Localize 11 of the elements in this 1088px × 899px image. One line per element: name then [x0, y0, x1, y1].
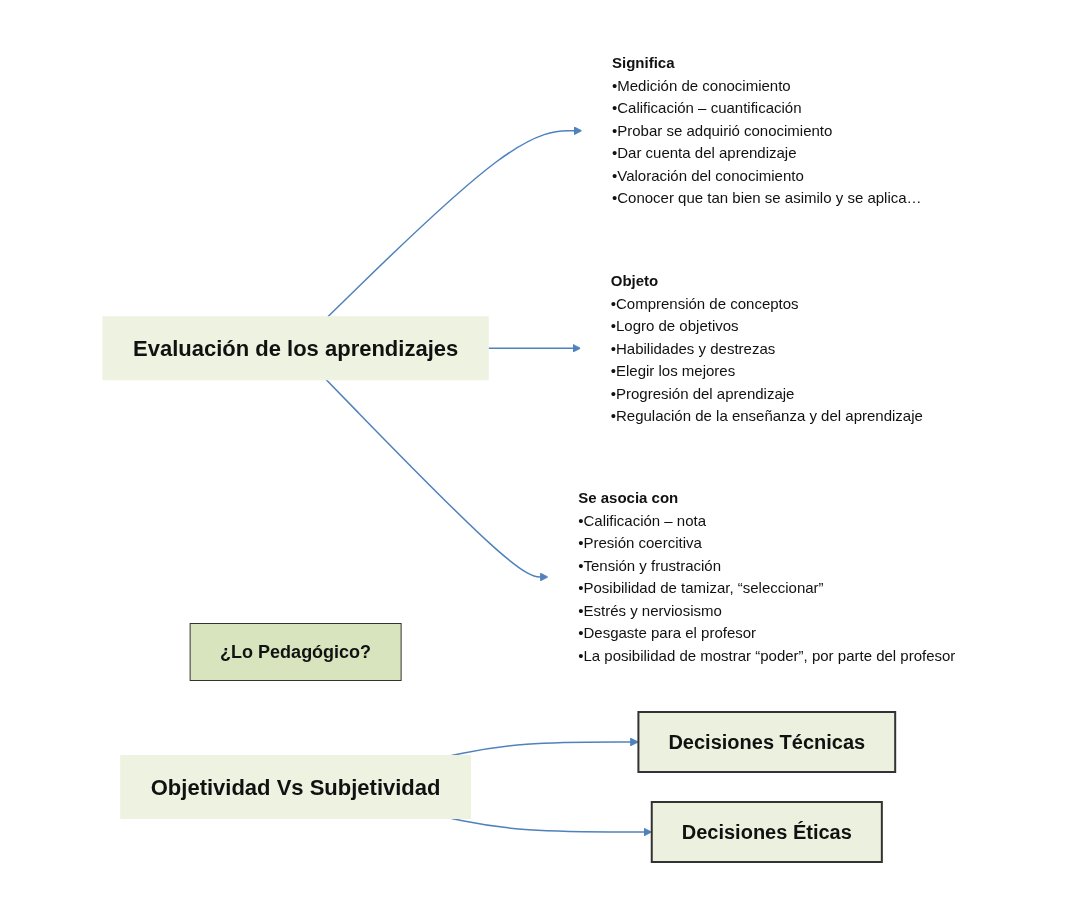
node-box: Evaluación de los aprendizajes [102, 316, 489, 381]
arrow [325, 379, 549, 582]
node-box: ¿Lo Pedagógico? [189, 623, 402, 681]
arrow [326, 126, 583, 318]
node-box: Decisiones Éticas [650, 801, 883, 863]
node-text: Significa •Medición de conocimiento •Calificación – cuantificación •Probar se adquirió conocimiento •Dar cuenta del aprendizaje •Valoración del conocimiento •Conocer que tan bien se asimilo y se aplica… [611, 54, 922, 206]
node-box: Objetividad Vs Subjetividad [120, 755, 471, 819]
arrow [487, 343, 581, 353]
node-text: Se asocia con •Calificación – nota •Presión coercitiva •Tensión y frustración •Posibilidad de tamizar, “seleccionar” •Estrés y nerviosismo •Desgaste para el profesor •La posibilidad de mostrar “poder”, por parte del profesor [578, 489, 956, 664]
node-box: Decisiones Técnicas [637, 711, 896, 773]
node-text: Objeto •Comprensión de conceptos •Logro de objetivos •Habilidades y destrezas •Elegir los mejores •Progresión del aprendizaje •Regulación de la enseñanza y del aprendizaje [610, 271, 923, 424]
